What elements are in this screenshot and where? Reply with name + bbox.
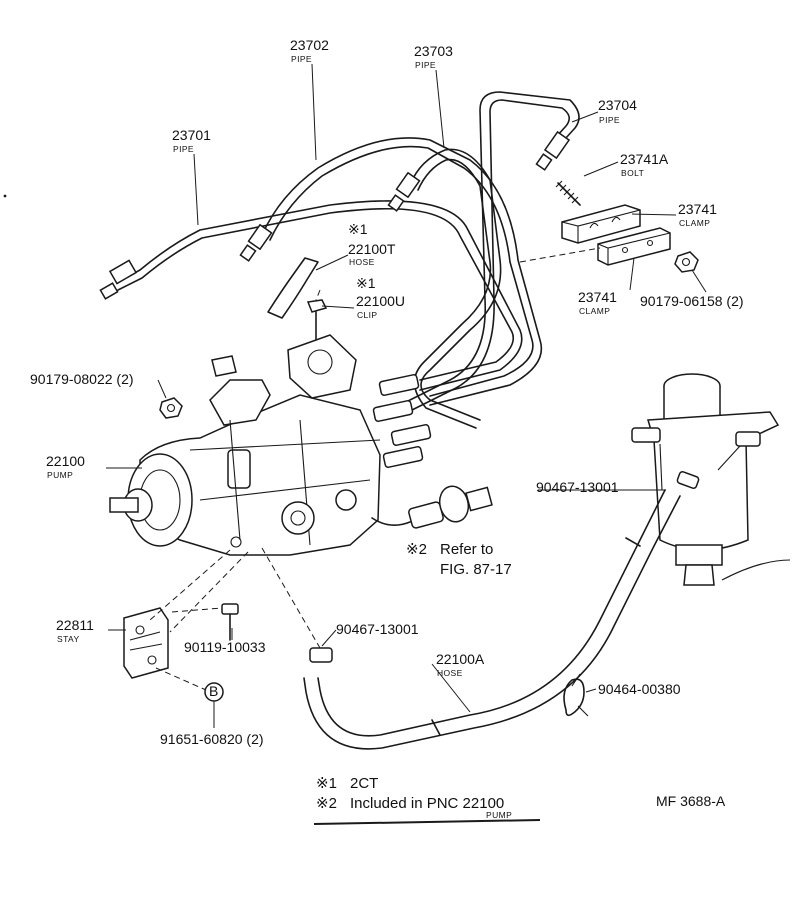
installation-lines: [149, 289, 321, 691]
nut-90179-06158-icon: [674, 251, 699, 273]
callout-pipe-23703: 23703 PIPE: [414, 43, 453, 70]
bolt-90119-10033-icon: [221, 603, 239, 641]
part-name: PIPE: [599, 115, 620, 125]
part-name: PIPE: [415, 60, 436, 70]
part-name: HOSE: [349, 257, 375, 267]
part-number: 22100T: [348, 241, 396, 257]
part-number: 90179-06158 (2): [640, 293, 744, 309]
callout-pump-22100: 22100 PUMP: [46, 453, 85, 480]
part-number: 23741: [678, 201, 717, 217]
callout-pipe-23704: 23704 PIPE: [598, 97, 637, 125]
note-mark: ※1: [348, 221, 368, 237]
note-2-text: Included in PNC 22100: [350, 795, 504, 812]
small-hose-assembly: [267, 257, 328, 341]
fuel-hose-22100a-icon: [303, 471, 700, 750]
callout-refer-fig: ※2 Refer to FIG. 87-17: [406, 541, 512, 578]
callout-nut-90179-06158: 90179-06158 (2): [640, 293, 744, 309]
fuel-cut-solenoid-icon: [371, 485, 493, 529]
part-number: 22100: [46, 453, 85, 469]
note-2-sub: PUMP: [486, 810, 512, 820]
leader-lines: [106, 63, 707, 728]
callout-pipe-23701: 23701 PIPE: [172, 127, 211, 154]
callout-pipe-23702: 23702 PIPE: [290, 37, 329, 64]
note-2-mark: ※2: [316, 795, 337, 812]
pipe-clamp-assembly: [519, 180, 699, 273]
note-1-text: 2CT: [350, 775, 378, 792]
part-number: 90467-13001: [336, 621, 419, 637]
part-number: 90119-10033: [184, 639, 266, 655]
refer-figure: FIG. 87-17: [440, 561, 512, 578]
callout-clip-90467-13001-lower: 90467-13001: [336, 621, 419, 637]
part-number: 23741: [578, 289, 617, 305]
callout-bolt-91651-60820: B 91651-60820 (2): [160, 683, 264, 747]
callout-clamp-23741-lower: 23741 CLAMP: [578, 289, 617, 316]
note-1-mark: ※1: [316, 775, 337, 792]
clamp-upper-icon: [561, 204, 641, 244]
clip-22100u-icon: [306, 299, 328, 341]
callout-clip-90464-00380: 90464-00380: [598, 681, 681, 697]
part-number: 22100A: [436, 651, 485, 667]
hose-clip-90464-00380-icon: [563, 673, 589, 717]
part-number: 22100U: [356, 293, 405, 309]
part-number: 90467-13001: [536, 479, 619, 495]
part-number: 91651-60820 (2): [160, 731, 264, 747]
bolt-23741a-icon: [555, 180, 581, 206]
callout-bolt-23741a: 23741A BOLT: [620, 151, 669, 178]
callout-nut-90179-08022: 90179-08022 (2): [30, 371, 134, 387]
refer-text: Refer to: [440, 541, 493, 558]
part-number: 23701: [172, 127, 211, 143]
part-name: CLAMP: [579, 306, 610, 316]
fuel-filter-icon: [631, 373, 791, 586]
note-mark: ※1: [356, 275, 376, 291]
part-name: CLIP: [357, 310, 378, 320]
part-number: 23702: [290, 37, 329, 53]
part-name: PIPE: [173, 144, 194, 154]
callout-bolt-90119-10033: 90119-10033: [184, 639, 266, 655]
part-name: HOSE: [437, 668, 463, 678]
injection-pipes: [99, 91, 580, 429]
part-name: STAY: [57, 634, 80, 644]
injection-pump-icon: [109, 334, 432, 556]
bolt-symbol: B: [209, 683, 218, 699]
callout-clip-90467-13001-right: 90467-13001: [536, 479, 619, 495]
callout-stay-22811: 22811 STAY: [56, 617, 94, 644]
callout-hose-22100t: ※1 22100T HOSE: [348, 221, 396, 267]
part-number: 22811: [56, 617, 94, 633]
footnotes: ※1 2CT ※2 Included in PNC 22100 PUMP: [313, 775, 541, 825]
part-name: PUMP: [47, 470, 73, 480]
note-mark: ※2: [406, 541, 427, 558]
callout-clip-22100u: ※1 22100U CLIP: [356, 275, 405, 320]
part-number: 23704: [598, 97, 637, 113]
part-number: 23741A: [620, 151, 669, 167]
part-name: CLAMP: [679, 218, 710, 228]
figure-code: MF 3688-A: [656, 793, 726, 809]
callout-hose-22100a: 22100A HOSE: [436, 651, 485, 678]
part-number: 90179-08022 (2): [30, 371, 134, 387]
stay-22811-icon: [123, 607, 169, 679]
part-name: BOLT: [621, 168, 644, 178]
notes-underline: [313, 819, 541, 825]
nut-90179-08022-icon: [159, 397, 183, 419]
part-number: 90464-00380: [598, 681, 681, 697]
part-number: 23703: [414, 43, 453, 59]
clamp-lower-icon: [597, 227, 671, 266]
callout-clamp-23741-upper: 23741 CLAMP: [678, 201, 717, 228]
part-name: PIPE: [291, 54, 312, 64]
scan-speck: [3, 194, 7, 198]
